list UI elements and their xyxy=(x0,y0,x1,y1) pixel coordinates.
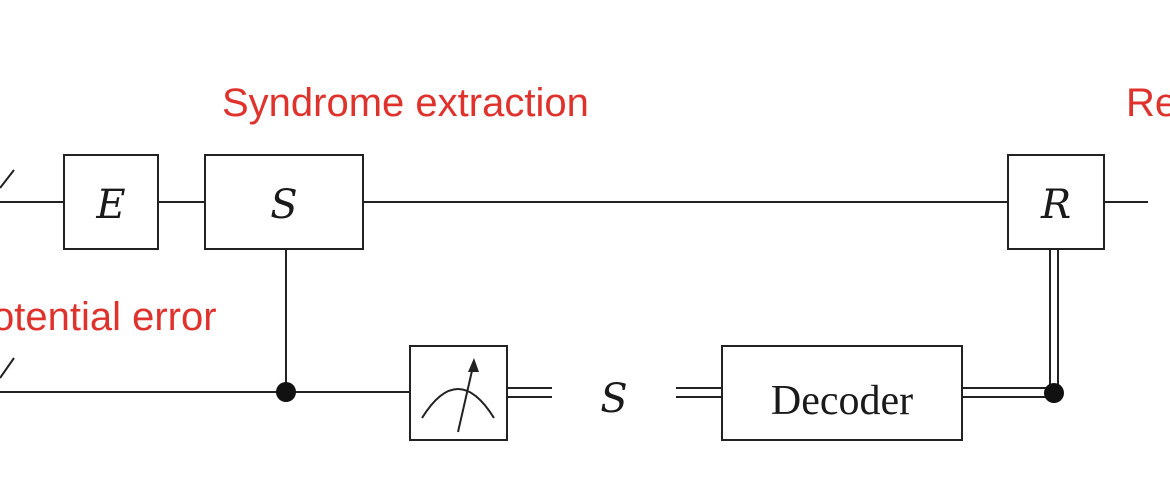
classical-wire-s-to-decoder xyxy=(676,387,722,398)
ancilla-qubit-wire xyxy=(0,357,410,393)
measurement-gate xyxy=(409,345,508,441)
recovery-label: Re xyxy=(1126,81,1170,125)
classical-control-line-recovery xyxy=(1049,250,1059,392)
data-qubit-wire xyxy=(0,169,1148,203)
decoder-label: Decoder xyxy=(771,378,913,424)
register-slash-bottom xyxy=(0,357,15,379)
recovery-gate-label: R xyxy=(1040,182,1071,228)
syndrome-gate: S xyxy=(204,154,364,250)
recovery-control-dot xyxy=(1044,383,1064,403)
recovery-gate: R xyxy=(1007,154,1105,250)
register-slash-top xyxy=(0,169,15,189)
syndrome-gate-label: S xyxy=(270,182,297,228)
error-gate: E xyxy=(63,154,159,250)
syndrome-value-label: S xyxy=(600,376,627,422)
syndrome-extraction-label: Syndrome extraction xyxy=(222,81,589,125)
classical-wire-decoder-to-control xyxy=(962,387,1054,398)
measurement-meter-icon xyxy=(421,358,495,433)
classical-wire-measurement-to-s xyxy=(507,387,552,398)
error-gate-label: E xyxy=(95,182,125,228)
potential-error-label: otential error xyxy=(0,295,217,339)
decoder-block: Decoder xyxy=(721,345,963,441)
syndrome-control-dot xyxy=(276,382,296,402)
